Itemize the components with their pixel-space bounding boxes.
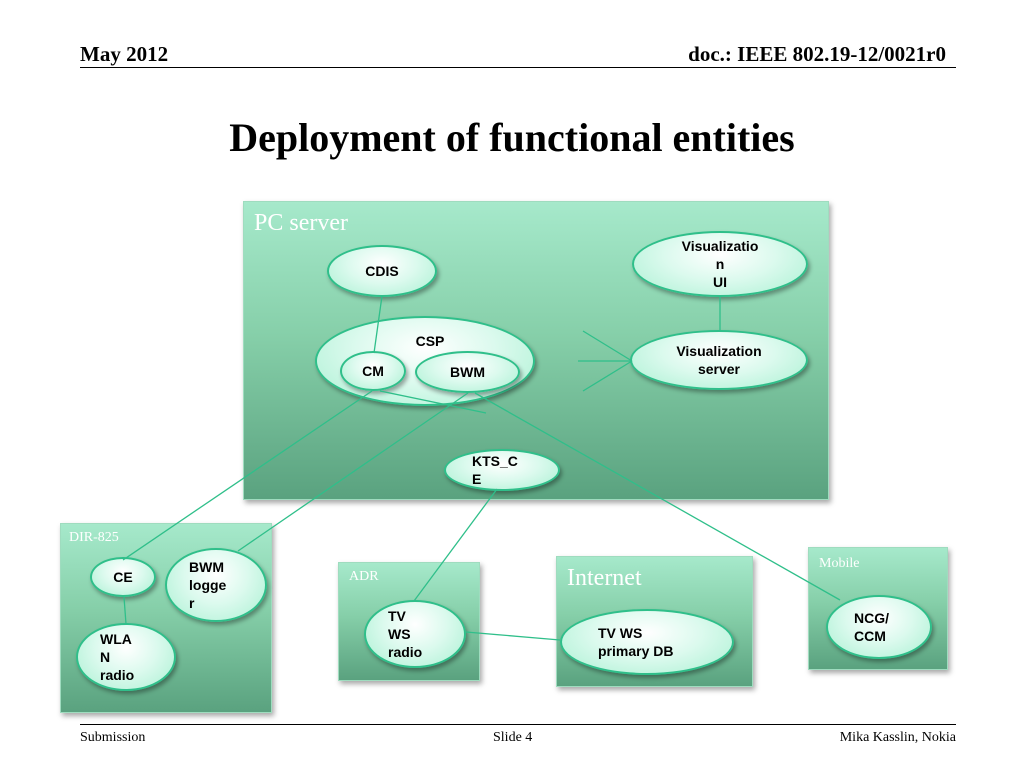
node-cdis-label: CDIS	[365, 263, 399, 279]
dir825-label: DIR-825	[69, 530, 119, 545]
slide-title: Deployment of functional entities	[229, 115, 795, 160]
line-tvwsradio-db	[465, 631, 561, 641]
line-cm-ncg	[379, 390, 487, 414]
node-tvws-radio: TV WS radio	[364, 600, 466, 668]
node-kts-ce: KTS_C E	[444, 449, 560, 491]
line-bwm-ncg	[474, 392, 841, 601]
node-visualization-server-label: Visualization server	[676, 343, 762, 377]
mobile-label: Mobile	[819, 556, 860, 571]
node-bwm-logger-label: BWM logge r	[189, 559, 227, 611]
node-tvws-primary-db-label: TV WS primary DB	[598, 625, 674, 659]
line-kts-tvwsradio	[413, 488, 498, 602]
node-wlan-radio-label: WLA N radio	[100, 631, 135, 683]
node-kts-ce-label: KTS_C E	[472, 453, 518, 487]
footer-rule	[80, 724, 956, 725]
line-cm-ce	[122, 390, 373, 561]
footer-slide-number: Slide 4	[493, 730, 533, 745]
pc-server-label: PC server	[254, 210, 348, 236]
node-bwm-label: BWM	[450, 364, 485, 380]
internet-label: Internet	[567, 565, 642, 591]
node-ncg-ccm: NCG/ CCM	[826, 595, 932, 659]
node-cm-label: CM	[362, 363, 384, 379]
node-ce: CE	[90, 557, 156, 597]
node-csp-label: CSP	[415, 333, 445, 349]
node-cm: CM	[340, 351, 406, 391]
header-doc-id: doc.: IEEE 802.19-12/0021r0	[688, 42, 946, 66]
line-ce-wlan	[123, 596, 127, 625]
header-date: May 2012	[80, 42, 169, 66]
footer-author: Mika Kasslin, Nokia	[839, 730, 956, 745]
node-bwm-logger: BWM logge r	[165, 548, 267, 622]
line-bwm-bwmlogger	[237, 392, 469, 552]
line-cdis-cm	[373, 295, 383, 354]
node-visualization-ui: Visualizatio n UI	[632, 231, 808, 297]
node-tvws-radio-label: TV WS radio	[388, 608, 423, 660]
line-arrow-bot	[582, 360, 633, 392]
node-visualization-server: Visualization server	[630, 330, 808, 390]
node-ce-label: CE	[113, 569, 133, 585]
node-cdis: CDIS	[327, 245, 437, 297]
node-bwm: BWM	[415, 351, 520, 393]
header-rule	[80, 67, 956, 68]
line-arrow-top	[582, 330, 633, 362]
node-wlan-radio: WLA N radio	[76, 623, 176, 691]
adr-label: ADR	[349, 569, 379, 584]
node-tvws-primary-db: TV WS primary DB	[560, 609, 734, 675]
footer-submission: Submission	[80, 730, 146, 745]
node-visualization-ui-label: Visualizatio n UI	[681, 238, 759, 290]
node-ncg-ccm-label: NCG/ CCM	[854, 610, 889, 644]
